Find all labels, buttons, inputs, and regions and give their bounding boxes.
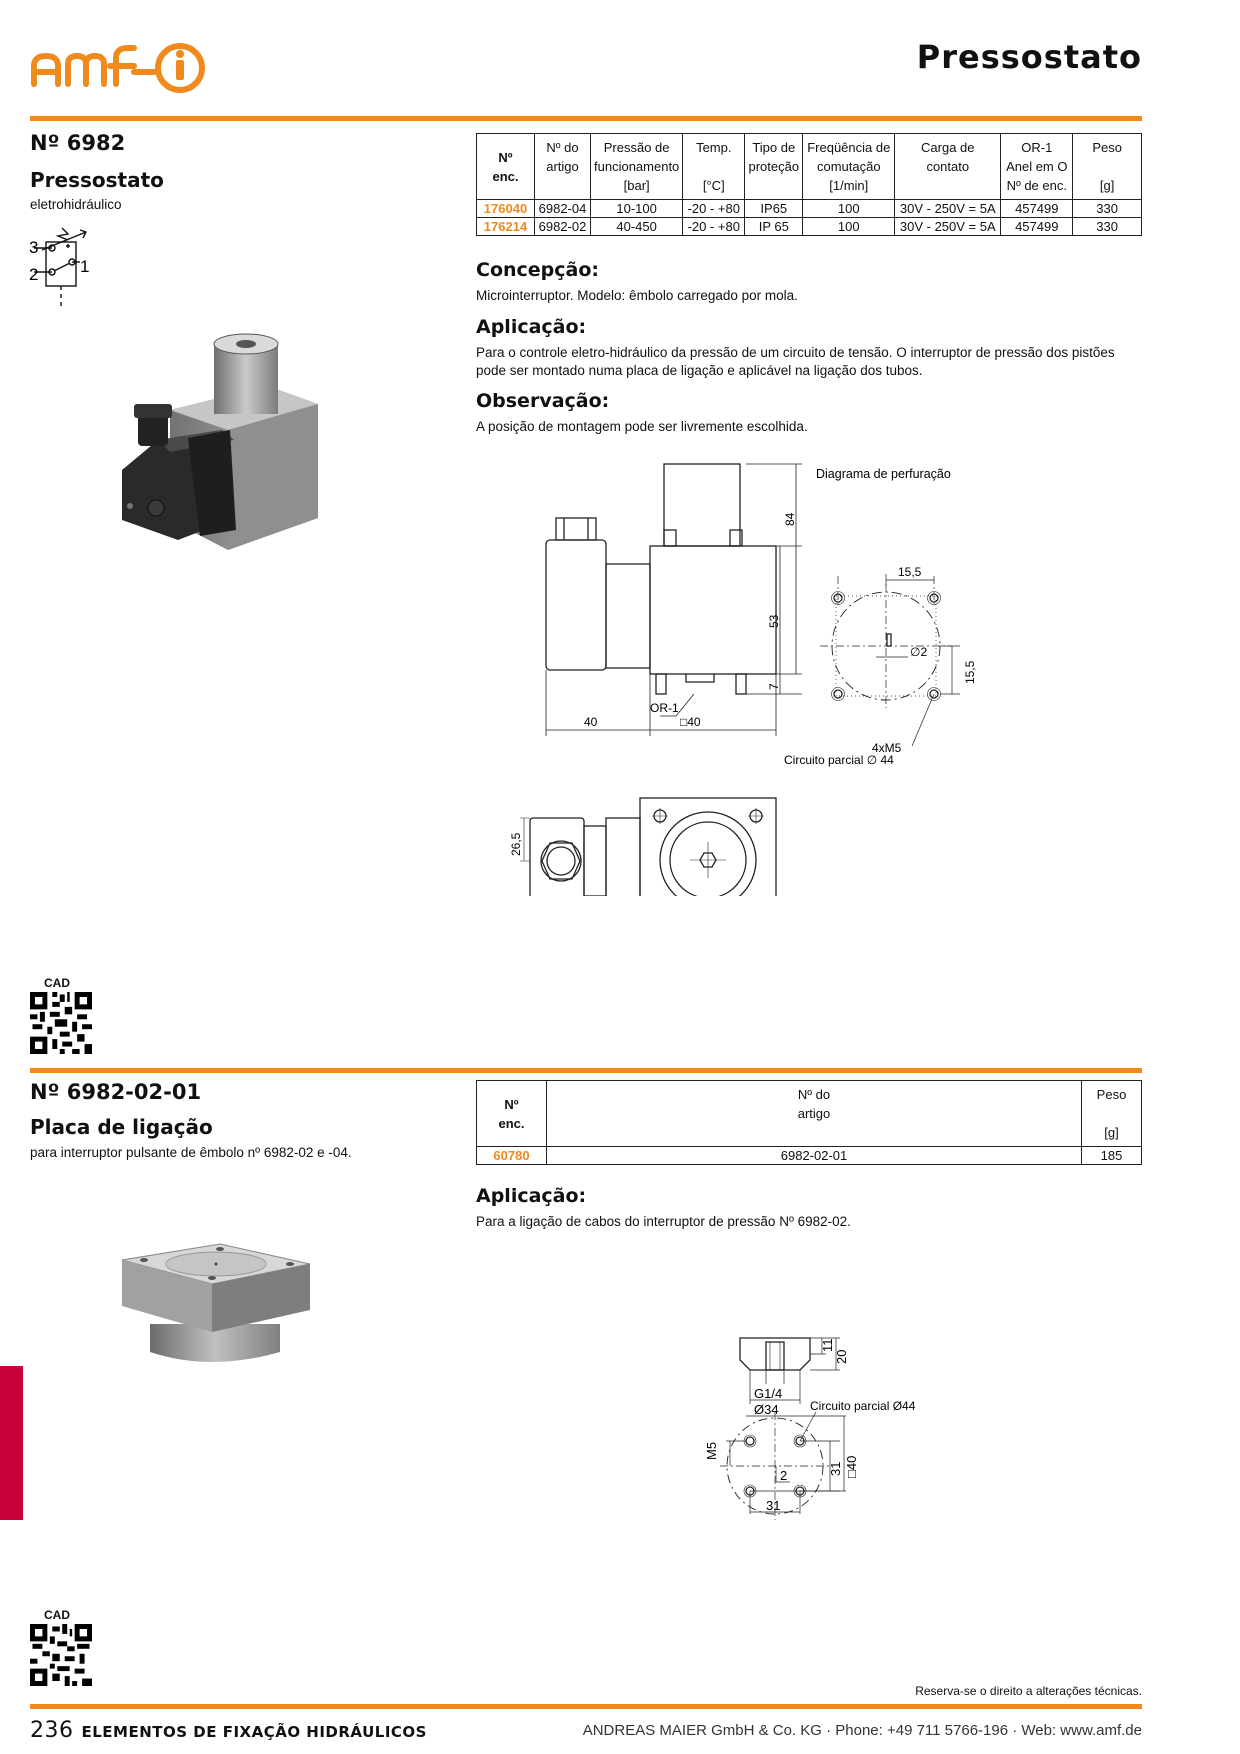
- aplicacao-text-1: Para o controle eletro-hidráulico da pre…: [476, 345, 1115, 378]
- technical-drawing-2: G1/4 Ø34 11 20 Circuito parcial Ø44 M5 2…: [704, 1337, 916, 1520]
- th-artigo: Nº do: [546, 140, 579, 155]
- dim-11: 11: [820, 1339, 835, 1353]
- th-artigo-2: Nº do: [797, 1087, 831, 1102]
- g14-label: G1/4: [754, 1386, 782, 1401]
- section1-name: Pressostato: [30, 168, 164, 192]
- m5-label: 4xM5: [872, 741, 902, 755]
- section1-subtitle: eletrohidráulico: [30, 197, 122, 212]
- footer-company: ANDREAS MAIER GmbH & Co. KG · Phone: +49…: [582, 1722, 1142, 1739]
- dim-15-5-v: 15,5: [963, 660, 977, 684]
- section2-subtitle: para interruptor pulsante de êmbolo nº 6…: [30, 1145, 352, 1160]
- aplicacao-title-2: Aplicação:: [476, 1185, 587, 1207]
- table-row: 60780 6982-02-01 185: [476, 1146, 1142, 1165]
- cad-qr-code-icon[interactable]: [30, 992, 92, 1054]
- section-color-tab: [0, 1366, 23, 1520]
- dim-31-v: 31: [828, 1462, 843, 1476]
- footer-section-name: ELEMENTOS DE FIXAÇÃO HIDRÁULICOS: [81, 1723, 427, 1741]
- d34-label: Ø34: [754, 1402, 779, 1417]
- amf-logo: [31, 43, 205, 93]
- th-peso: Peso: [1092, 140, 1122, 155]
- cad-qr-code-icon[interactable]: [30, 1624, 92, 1686]
- th-temp: Temp.: [696, 140, 732, 155]
- connection-plate-photo: [121, 1243, 311, 1362]
- reserve-notice: Reserva-se o direito a alterações técnic…: [915, 1684, 1142, 1698]
- th-peso-2: Peso: [1096, 1087, 1127, 1102]
- table-row: 176214 6982-02 40-450 -20 - +80 IP 65 10…: [476, 217, 1142, 236]
- dim-40: 40: [584, 715, 598, 729]
- observacao-title: Observação:: [476, 390, 610, 412]
- th-pressao: Pressão de: [603, 140, 670, 155]
- dim-84: 84: [783, 512, 797, 526]
- footer-divider: [30, 1704, 1142, 1709]
- symbol-label-3: 3: [29, 238, 38, 257]
- section-divider: [30, 1068, 1142, 1073]
- footer-section: 236 ELEMENTOS DE FIXAÇÃO HIDRÁULICOS: [30, 1718, 427, 1743]
- dim-26-5: 26,5: [509, 832, 523, 856]
- dim-20: 20: [834, 1350, 849, 1364]
- th-enc-1: Nº: [498, 149, 513, 165]
- dim-15-5-h: 15,5: [898, 565, 922, 579]
- page-title: Pressostato: [916, 38, 1142, 76]
- th-frequencia: Freqüência de: [807, 140, 891, 155]
- aplicacao-text-2: Para a ligação de cabos do interruptor d…: [476, 1214, 851, 1229]
- section2-name: Placa de ligação: [30, 1115, 213, 1139]
- dim-31-h: 31: [766, 1498, 780, 1513]
- section-divider: [30, 116, 1142, 121]
- drill-diagram-title: Diagrama de perfuração: [816, 467, 951, 481]
- aplicacao-title-1: Aplicação:: [476, 316, 587, 338]
- dim-d2: ∅2: [910, 645, 927, 659]
- table-row: 176040 6982-04 10-100 -20 - +80 IP65 100…: [476, 199, 1142, 218]
- symbol-label-1: 1: [80, 257, 89, 276]
- section2-number: Nº 6982-02-01: [30, 1080, 202, 1104]
- concepcao-text: Microinterruptor. Modelo: êmbolo carrega…: [476, 288, 798, 303]
- dim-2: 2: [780, 1468, 787, 1483]
- pressure-switch-photo: [122, 333, 318, 550]
- circuito-label-1: Circuito parcial ∅ 44: [784, 753, 894, 767]
- circuito-label-2: Circuito parcial Ø44: [810, 1399, 916, 1413]
- technical-drawing-1: Diagrama de perfuração 84 53 7 40 □40 OR…: [509, 463, 977, 896]
- cad-label-1: CAD: [44, 976, 70, 990]
- m5-label-2: M5: [704, 1442, 719, 1460]
- symbol-label-2: 2: [29, 265, 38, 284]
- switch-symbol-icon: 3 2 1: [29, 227, 89, 306]
- concepcao-title: Concepção:: [476, 259, 600, 281]
- th-enc-2: Nº: [504, 1096, 519, 1112]
- dim-53: 53: [767, 614, 781, 628]
- th-carga: Carga de contato: [921, 140, 975, 174]
- th-tipo: Tipo de: [752, 140, 796, 155]
- section1-number: Nº 6982: [30, 131, 126, 155]
- th-or1: OR-1: [1021, 140, 1053, 155]
- dim-sq40: □40: [680, 715, 701, 729]
- or1-label: OR-1: [650, 701, 679, 715]
- dim-sq40-2: □40: [844, 1456, 859, 1478]
- dim-7: 7: [767, 683, 781, 690]
- page-number: 236: [30, 1718, 74, 1743]
- observacao-text: A posição de montagem pode ser livrement…: [476, 419, 808, 434]
- cad-label-2: CAD: [44, 1608, 70, 1622]
